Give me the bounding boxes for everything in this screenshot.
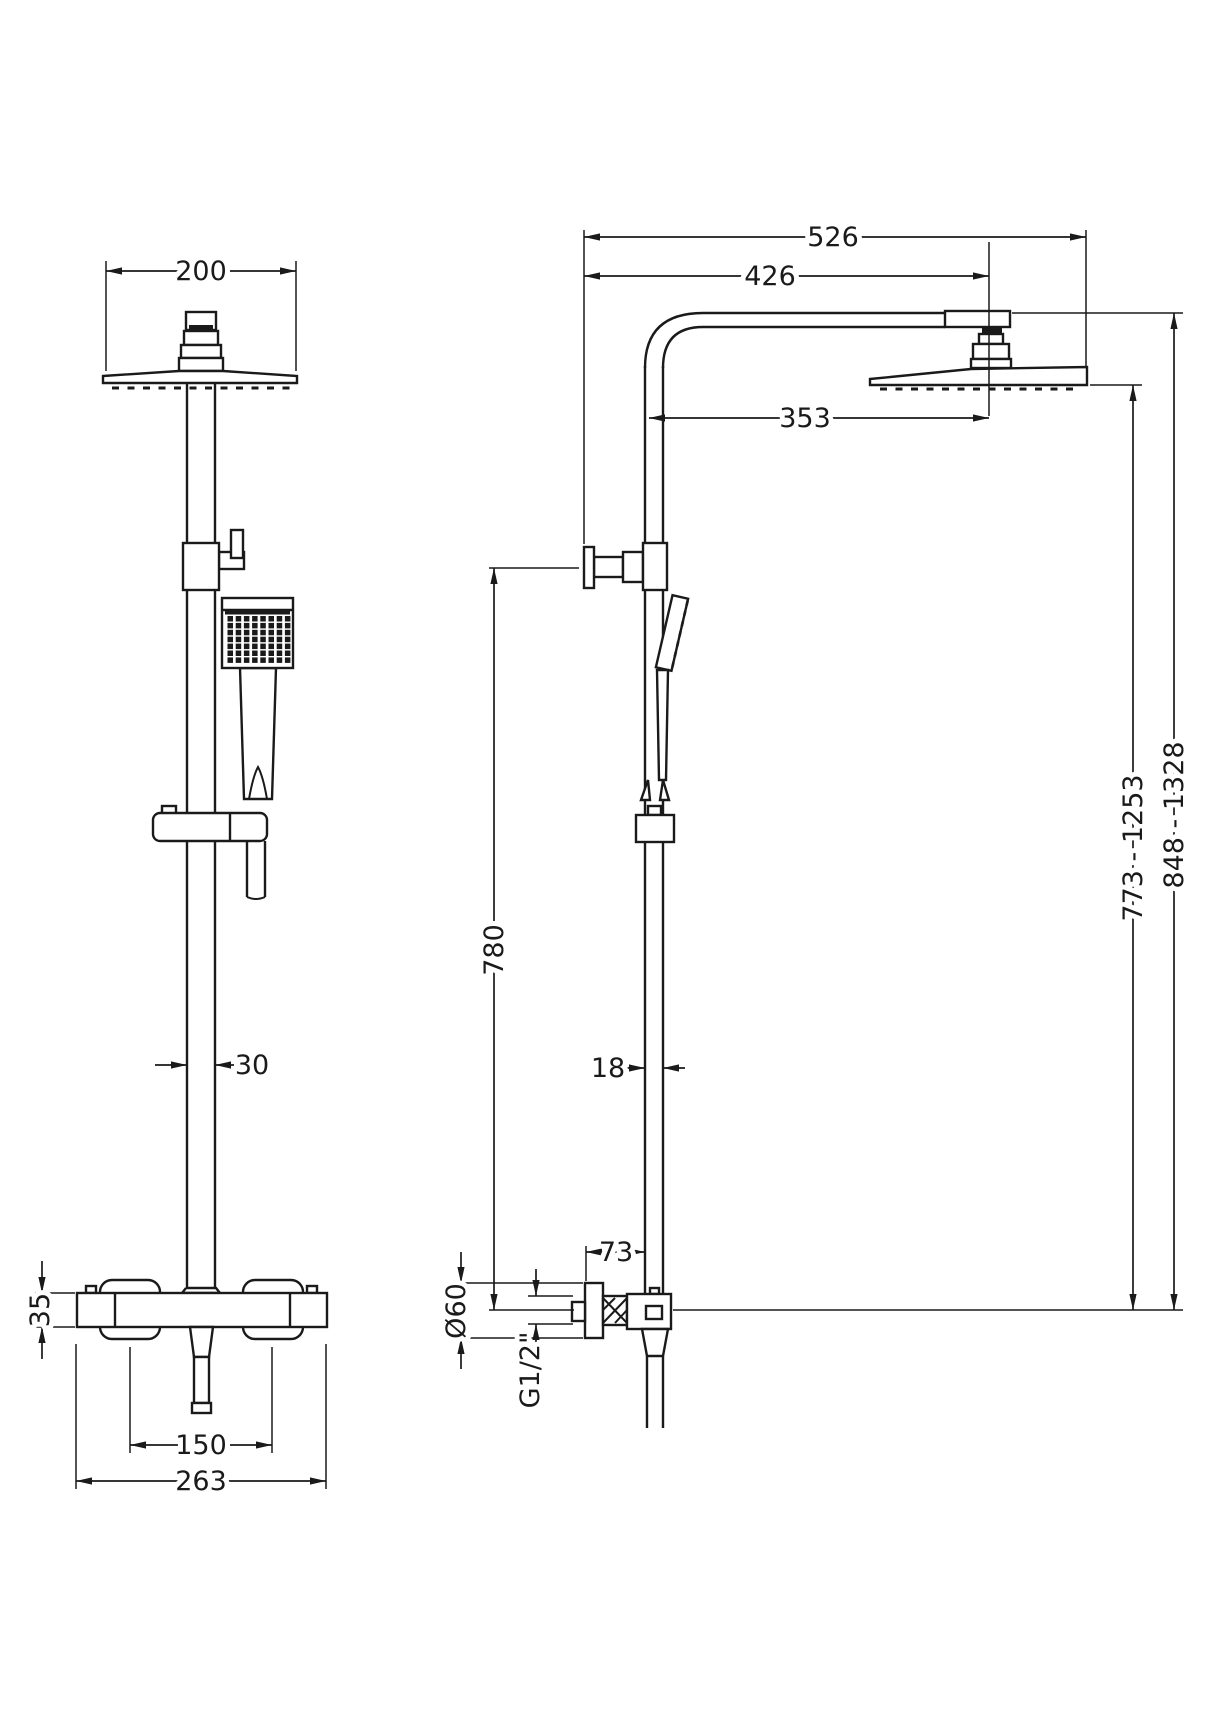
side-diverter: [582, 541, 669, 592]
inlet-fitting: [570, 1300, 587, 1323]
side-handset: [639, 593, 690, 802]
dim-label-inlet-thread: G1/2": [515, 1332, 546, 1409]
dim-label-head-height-range: 773 - 1253: [1118, 774, 1149, 921]
dim-label-rail-width: 30: [235, 1050, 269, 1081]
front-view: 200: [20, 251, 329, 1502]
side-mixer-valve: [570, 1281, 673, 1428]
side-riser-arm: [643, 309, 1012, 1294]
arm-end-block: [943, 309, 1012, 329]
dim-flange-diameter: Ø60: [436, 1252, 583, 1369]
dim-label-riser-height: 780: [479, 924, 510, 976]
front-slider-bracket: [151, 804, 269, 843]
handset-spray-grid: [227, 616, 291, 663]
diverter-lever: [229, 528, 245, 560]
handset-cone-left: [639, 779, 652, 802]
dim-label-head-offset: 353: [779, 403, 831, 434]
dim-total-reach: 526: [584, 217, 1086, 258]
dim-head-height-range: 773 - 1253: [1113, 385, 1154, 1310]
wall-flange: [583, 1281, 605, 1340]
side-view: 526 426 353 780 773 - 1253: [436, 217, 1195, 1428]
dim-label-head-width: 200: [175, 256, 227, 287]
mixer-bar: [75, 1291, 329, 1329]
dim-label-valve-width: 263: [175, 1466, 227, 1497]
side-shower-head: [868, 365, 1089, 391]
dim-label-flange-diameter: Ø60: [441, 1283, 472, 1339]
dim-arm-reach: 426: [584, 256, 989, 297]
front-handset: [220, 596, 295, 801]
side-slider-bracket: [634, 804, 676, 844]
side-handset-nozzles: [670, 600, 689, 670]
side-head-connector: [969, 327, 1013, 370]
dim-label-total-reach: 526: [807, 222, 859, 253]
dim-handle-centres: 150 263: [75, 1344, 327, 1502]
dim-label-valve-height: 35: [25, 1293, 56, 1327]
side-outlet: [640, 1327, 670, 1358]
dim-head-width: 200: [105, 251, 297, 371]
dim-inlet-thread: G1/2": [510, 1269, 573, 1413]
dim-rail-width: 30: [155, 1045, 274, 1086]
connector-seal: [189, 325, 213, 331]
front-mixer-valve: [75, 1278, 329, 1415]
dim-rail-depth: 18: [586, 1048, 685, 1089]
dim-label-wall-offset: 73: [599, 1237, 633, 1268]
mixer-outlet: [188, 1325, 215, 1359]
dim-valve-height: 35: [20, 1261, 75, 1359]
dim-label-handle-centres: 150: [175, 1430, 227, 1461]
dim-label-rail-depth: 18: [591, 1053, 625, 1084]
diverter-knob: [582, 545, 596, 590]
handset-cone-right: [658, 779, 671, 802]
dim-label-arm-reach: 426: [744, 261, 796, 292]
front-hose: [245, 841, 267, 900]
front-shower-head: [101, 369, 299, 390]
dim-overall-height-range: 848 - 1328: [1154, 313, 1195, 1310]
front-head-connector: [177, 310, 225, 373]
dim-wall-offset: 73: [585, 1232, 645, 1281]
front-diverter: [181, 528, 246, 592]
dim-head-offset: 353: [649, 398, 989, 439]
dim-label-overall-height-range: 848 - 1328: [1159, 741, 1190, 888]
handset-cone: [248, 764, 268, 800]
dim-riser-height: 780: [474, 567, 579, 1311]
